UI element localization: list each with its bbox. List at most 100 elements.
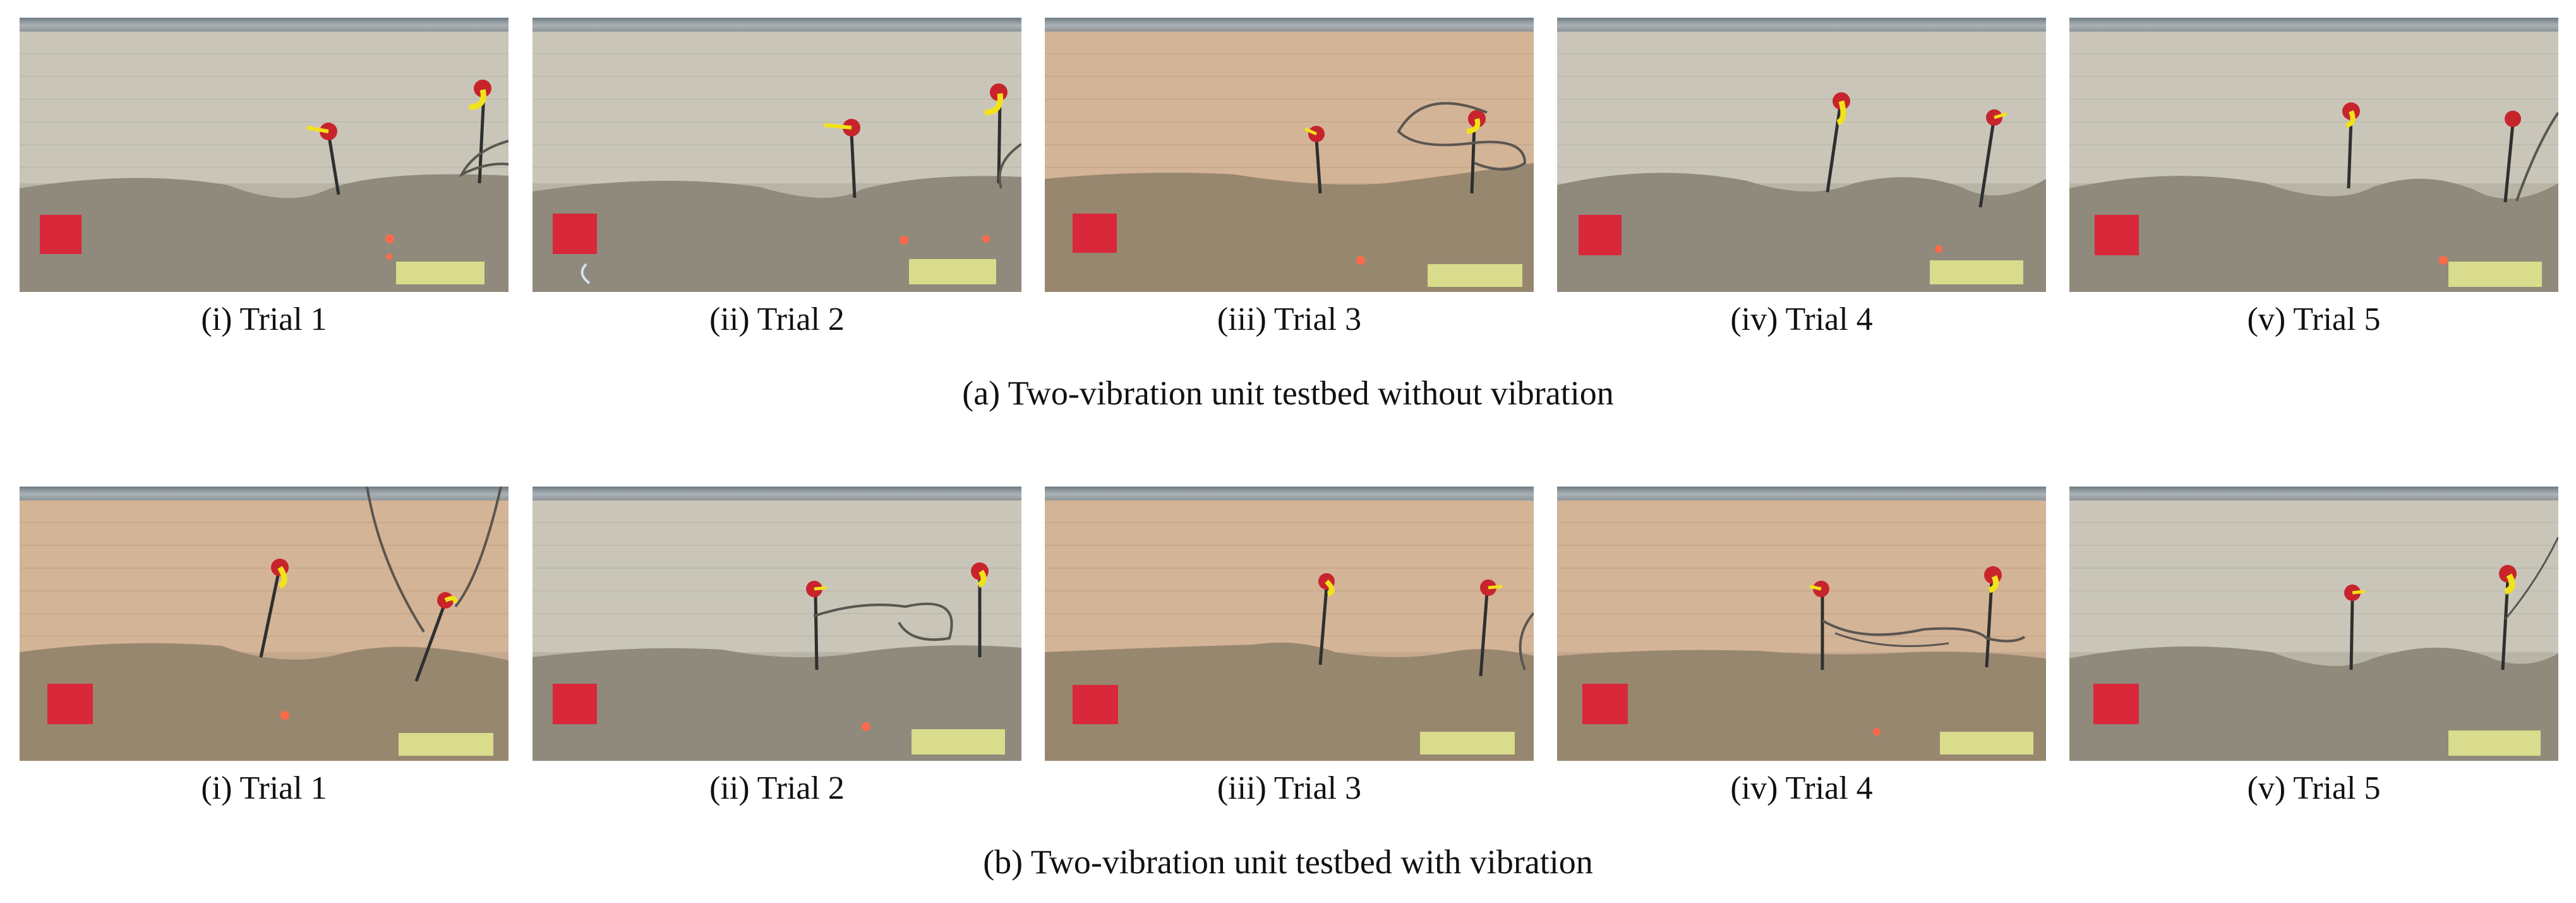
laser-dot: [1873, 728, 1881, 736]
laser-dot: [1356, 256, 1365, 265]
testbed-wall: [533, 32, 1021, 183]
testbed-rail: [20, 487, 509, 500]
cable: [454, 487, 502, 608]
probe-head: [474, 80, 491, 97]
panel-b-trial-4: (iv) Trial 4: [1557, 487, 2046, 805]
probe-head: [2505, 111, 2521, 127]
probe-tip: [977, 569, 987, 588]
cable: [2504, 536, 2558, 620]
trial-label: (iv) Trial 4: [1730, 770, 1873, 806]
tape-strip: [909, 259, 996, 284]
panel-b-trial-3: (iii) Trial 3: [1045, 487, 1534, 805]
testbed-wall: [20, 32, 509, 183]
trial-photo: [2069, 18, 2558, 292]
probe-tip: [1488, 585, 1503, 590]
sand-scene: [2069, 536, 2558, 761]
probe-rod: [2503, 123, 2515, 203]
sand-surface: [20, 174, 509, 292]
cable: [366, 487, 425, 633]
sand-scene: [1045, 102, 1534, 292]
subfigure-caption-b: (b) Two-vibration unit testbed with vibr…: [983, 843, 1593, 881]
probe-rod: [1470, 124, 1476, 194]
probe-rod: [814, 593, 819, 670]
sand-scene: [1557, 92, 2046, 292]
testbed-wall: [1045, 32, 1534, 183]
tape-strip: [2448, 262, 2542, 287]
sand-surface: [2069, 176, 2558, 292]
trial-label: (iv) Trial 4: [1730, 301, 1873, 337]
probe-tip: [2504, 573, 2515, 595]
sand-surface: [1557, 173, 2046, 292]
testbed-rail: [1557, 18, 2046, 32]
trial-label: (i) Trial 1: [201, 301, 327, 337]
trial-label: (i) Trial 1: [201, 770, 327, 806]
sand-scene: [533, 83, 1021, 292]
testbed-rail: [2069, 487, 2558, 500]
trial-photo: [20, 18, 509, 292]
probe-tip: [1988, 575, 1999, 593]
probe-tip: [814, 586, 828, 591]
cable: [813, 602, 953, 641]
cable: [1834, 632, 1949, 647]
laser-dot: [385, 234, 394, 243]
target-grid: [2095, 215, 2139, 255]
trial-photo: [533, 487, 1021, 761]
testbed-rail: [20, 18, 509, 32]
sand-surface: [20, 643, 509, 761]
panel-a-trial-1: (i) Trial 1: [20, 18, 509, 336]
tape-strip: [1930, 260, 2023, 284]
probe-rod: [327, 136, 340, 195]
probe-rod: [850, 132, 857, 198]
probe-tip: [2352, 590, 2366, 595]
panel-a-trial-4: (iv) Trial 4: [1557, 18, 2046, 336]
laser-dot: [386, 253, 392, 260]
testbed-rail: [2069, 18, 2558, 32]
cable: [1821, 619, 2026, 643]
probe-rod: [2347, 118, 2353, 189]
laser-dot: [900, 236, 908, 245]
testbed-rail: [1045, 487, 1534, 500]
target-grid: [47, 684, 93, 724]
sand-scene: [2069, 102, 2558, 292]
probe-head: [990, 83, 1008, 101]
laser-dot: [982, 235, 990, 243]
testbed-wall: [1557, 500, 2046, 652]
sand-scene: [1045, 573, 1534, 761]
probe-tip: [277, 566, 287, 589]
target-grid: [1073, 214, 1117, 253]
tape-strip: [396, 262, 485, 284]
panel-a-trial-2: (ii) Trial 2: [533, 18, 1021, 336]
probe-rod: [1318, 587, 1328, 665]
probe-rod: [1978, 124, 1995, 208]
cable: [1519, 612, 1534, 670]
panel-a-trial-3: (iii) Trial 3: [1045, 18, 1534, 336]
probe-tip: [1809, 585, 1822, 591]
laser-dot: [2439, 256, 2448, 265]
trial-label: (ii) Trial 2: [709, 770, 845, 806]
trial-label: (v) Trial 5: [2247, 301, 2381, 337]
probe-rod: [997, 99, 1002, 184]
testbed-wall: [1045, 500, 1534, 652]
probe-tip: [1466, 118, 1481, 134]
testbed-wall: [20, 500, 509, 652]
target-grid: [2093, 684, 2139, 724]
testbed-wall: [2069, 32, 2558, 183]
tape-strip: [1420, 732, 1515, 755]
probe-rod: [414, 605, 446, 682]
tape-strip: [912, 729, 1005, 755]
sand-scene: [20, 80, 509, 292]
target-grid: [553, 684, 597, 724]
laser-dot: [862, 722, 870, 731]
testbed-rail: [533, 18, 1021, 32]
probe-rod: [2349, 598, 2354, 670]
probe-rod: [2501, 579, 2510, 670]
sand-scene: [20, 487, 509, 761]
sand-surface: [533, 645, 1021, 761]
probe-tip: [1304, 127, 1318, 136]
panel-b-trial-2: (ii) Trial 2: [533, 487, 1021, 805]
testbed-rail: [533, 487, 1021, 500]
panel-b-trial-5: (v) Trial 5: [2069, 487, 2558, 805]
target-grid: [1073, 685, 1118, 724]
target-grid: [40, 215, 81, 254]
cable: [459, 140, 509, 178]
